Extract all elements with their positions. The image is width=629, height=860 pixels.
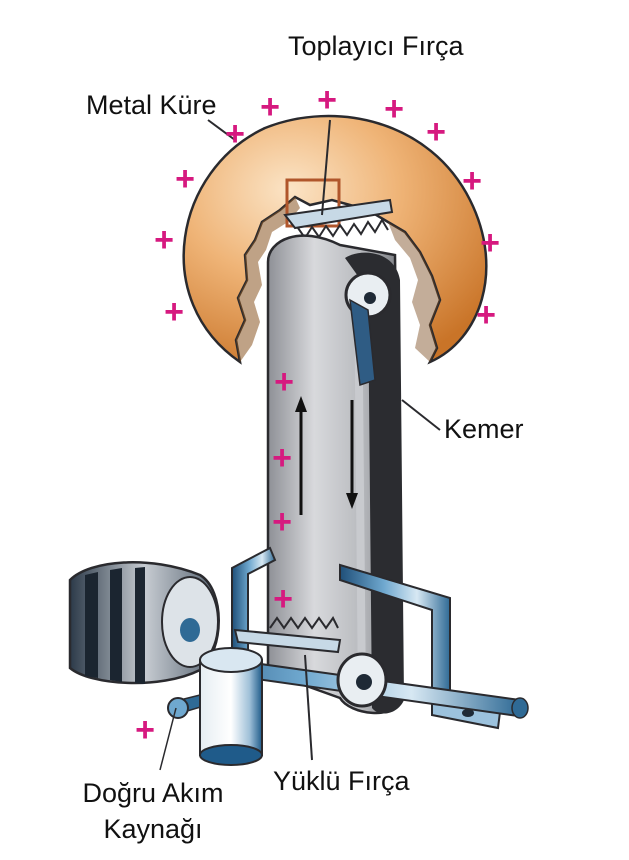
charge-plus: + xyxy=(272,439,292,477)
charge-symbols: + + + + + + + + + + + + + + + + xyxy=(135,81,500,749)
label-belt: Kemer xyxy=(444,414,524,444)
charge-plus: + xyxy=(317,81,337,119)
label-dc-source-line1: Doğru Akım xyxy=(82,778,224,808)
charge-plus: + xyxy=(154,221,174,259)
sphere-leader-line xyxy=(207,119,236,141)
charge-plus: + xyxy=(480,224,500,262)
motor xyxy=(68,561,220,685)
charge-plus: + xyxy=(384,90,404,128)
label-charged-brush: Yüklü Fırça xyxy=(273,766,410,796)
arrow-down-icon xyxy=(346,400,358,509)
charge-plus: + xyxy=(426,113,446,151)
charge-plus: + xyxy=(274,363,294,401)
arrow-up-icon xyxy=(295,396,307,515)
label-collector-brush: Toplayıcı Fırça xyxy=(288,31,464,61)
charge-plus: + xyxy=(476,296,496,334)
charge-plus: + xyxy=(272,503,292,541)
charge-plus: + xyxy=(225,115,245,153)
charge-plus: + xyxy=(462,162,482,200)
charge-plus: + xyxy=(273,580,293,618)
charge-plus: + xyxy=(135,711,155,749)
charge-plus: + xyxy=(260,88,280,126)
charge-plus: + xyxy=(175,160,195,198)
charged-brush xyxy=(233,616,342,761)
collector-brush xyxy=(283,119,394,240)
dc-source xyxy=(167,647,263,766)
label-dc-source-line2: Kaynağı xyxy=(103,814,203,844)
label-metal-sphere: Metal Küre xyxy=(86,90,217,120)
label-dc-source: Doğru Akım Kaynağı xyxy=(58,775,248,847)
source-leader-line xyxy=(159,707,177,771)
belt-leader-line xyxy=(401,399,441,431)
charge-plus: + xyxy=(164,293,184,331)
belt xyxy=(266,234,404,715)
